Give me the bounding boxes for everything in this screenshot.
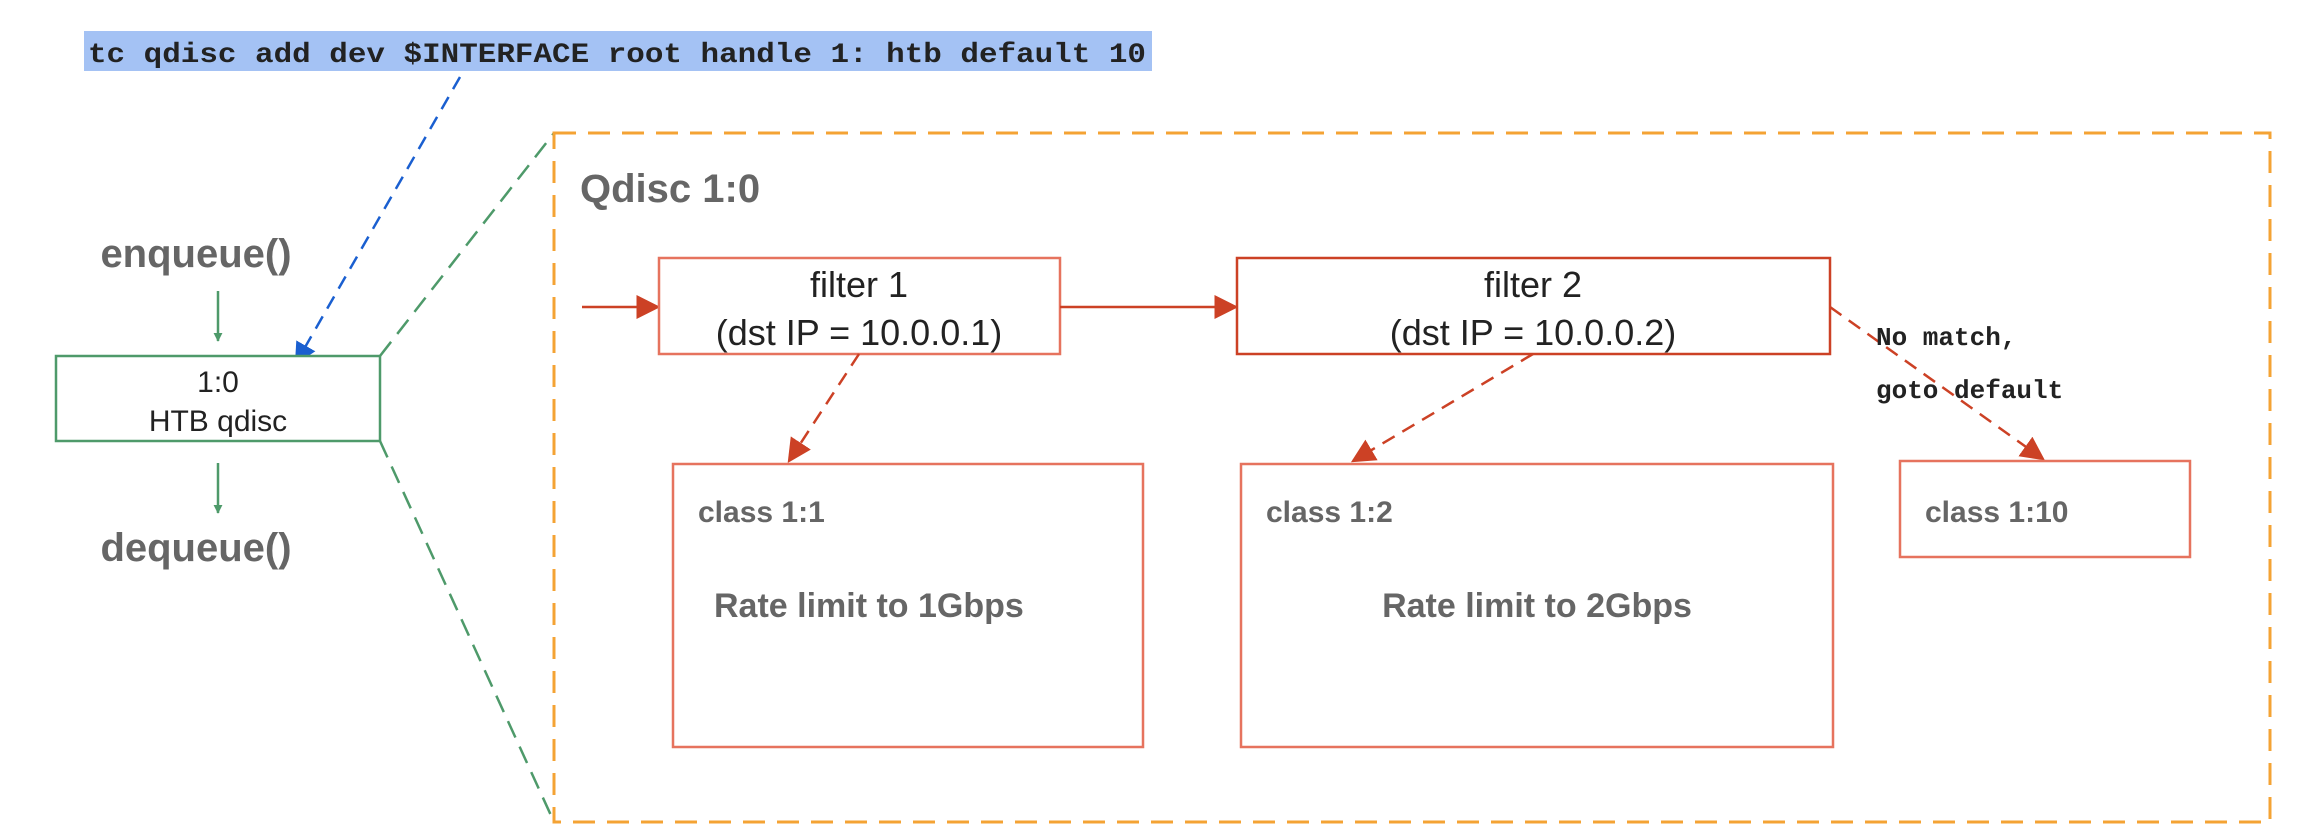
filter-1-title: filter 1	[810, 264, 908, 305]
filter-2-box	[1235, 256, 1832, 356]
qdisc-type: HTB qdisc	[149, 405, 287, 438]
class-1-1-name: class 1:1	[698, 496, 825, 529]
filter-2-condition: (dst IP = 10.0.0.2)	[1390, 312, 1677, 353]
class-1-2-box	[1239, 462, 1835, 749]
dequeue-label: dequeue()	[100, 526, 291, 570]
zoom-line-top	[379, 132, 555, 357]
filter-1-condition: (dst IP = 10.0.0.1)	[716, 312, 1003, 353]
filter-1-box	[657, 256, 1062, 356]
qdisc-handle: 1:0	[197, 366, 239, 399]
class-1-1-box	[671, 462, 1145, 749]
qdisc-detail-title: Qdisc 1:0	[580, 167, 760, 211]
class-1-2-name: class 1:2	[1266, 496, 1393, 529]
enqueue-label: enqueue()	[100, 232, 291, 276]
class-1-10-name: class 1:10	[1925, 496, 2068, 529]
htb-qdisc-box	[54, 354, 382, 443]
tc-command: tc qdisc add dev $INTERFACE root handle …	[88, 40, 1146, 71]
filter-2-to-class-1-2-arrow	[1350, 352, 1534, 463]
class-1-10-box	[1898, 459, 2192, 559]
command-highlight	[84, 31, 1152, 71]
class-1-1-rate: Rate limit to 1Gbps	[714, 587, 1024, 625]
default-class-arrow	[1829, 305, 2045, 461]
qdisc-detail-panel	[552, 131, 2272, 824]
zoom-line-bottom	[378, 440, 556, 823]
command-to-qdisc-arrow	[294, 76, 462, 365]
filter-2-title: filter 2	[1484, 264, 1582, 305]
filter-1-to-class-1-1-arrow	[787, 353, 861, 464]
goto-default-label: goto default	[1876, 376, 2063, 406]
no-match-label: No match,	[1876, 323, 2016, 353]
class-1-2-rate: Rate limit to 2Gbps	[1382, 587, 1692, 625]
